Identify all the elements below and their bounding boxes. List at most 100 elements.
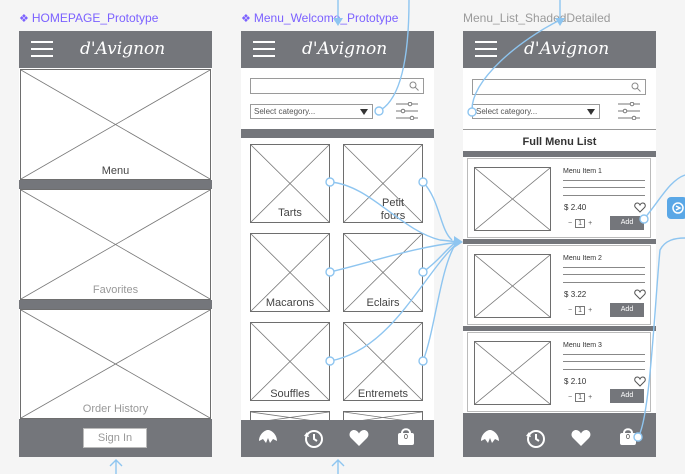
frame-label-menu-list[interactable]: Menu_List_ShadedDetailed (463, 10, 610, 26)
decrement-button[interactable]: − (568, 220, 573, 227)
category-tile-eclairs[interactable]: Eclairs (343, 233, 423, 312)
menu-welcome-frame: d'Avignon Select category... Tarts Petit… (241, 31, 434, 457)
chevron-down-icon (360, 109, 368, 115)
sign-in-button[interactable]: Sign In (83, 428, 147, 448)
image-placeholder-icon (251, 323, 329, 400)
menu-item-card: Menu Item 2 $ 3.22 −1+ Add (467, 245, 651, 325)
increment-button[interactable]: + (588, 394, 593, 401)
quantity-stepper[interactable]: −1+ (568, 306, 592, 316)
flow-starting-point-icon[interactable] (667, 197, 685, 219)
brand-logo: d'Avignon (80, 39, 166, 59)
quantity-stepper[interactable]: −1+ (568, 393, 592, 403)
hamburger-menu-icon[interactable] (475, 41, 497, 58)
tile-order-history[interactable]: Order History (20, 309, 211, 419)
category-label: Petit fours (380, 197, 406, 222)
search-input[interactable] (472, 79, 646, 95)
image-placeholder-icon (475, 255, 550, 317)
quantity-field[interactable]: 1 (575, 219, 586, 228)
increment-button[interactable]: + (588, 220, 593, 227)
bag-icon[interactable]: 0 (617, 425, 639, 447)
homepage-frame: d'Avignon Menu Favorites Order History S… (19, 31, 212, 457)
image-placeholder-icon (475, 168, 550, 230)
image-placeholder-icon (21, 70, 210, 179)
frame-label-text: Menu_List_ShadedDetailed (463, 11, 611, 25)
price-value: 2.40 (570, 203, 587, 212)
search-input[interactable] (250, 78, 424, 94)
frame-label-text: Menu_Welcome_Prototype (253, 11, 399, 25)
quantity-field[interactable]: 1 (575, 306, 586, 315)
increment-button[interactable]: + (588, 307, 593, 314)
quantity-field[interactable]: 1 (575, 393, 586, 402)
frame-label-homepage[interactable]: ❖HOMEPAGE_Prototype (19, 10, 158, 26)
category-select[interactable]: Select category... (472, 104, 600, 119)
bottom-bar: Sign In (19, 419, 212, 457)
category-label: Souffles (270, 388, 310, 400)
heart-icon[interactable] (570, 427, 592, 449)
section-divider (463, 151, 656, 157)
item-image (474, 167, 551, 231)
hamburger-menu-icon[interactable] (253, 41, 275, 58)
text-line (563, 187, 645, 188)
search-icon (409, 81, 419, 91)
favorite-heart-icon[interactable] (634, 202, 646, 213)
frame-label-text: HOMEPAGE_Prototype (31, 11, 159, 25)
item-name: Menu Item 3 (563, 342, 602, 349)
tile-caption: Menu (101, 165, 130, 177)
component-icon: ❖ (241, 13, 251, 25)
hamburger-menu-icon[interactable] (31, 41, 53, 58)
section-divider (19, 300, 212, 309)
text-line (563, 361, 645, 362)
history-icon[interactable] (302, 427, 324, 449)
text-line (563, 354, 645, 355)
text-line (563, 274, 645, 275)
currency: $ (564, 203, 569, 212)
tile-menu[interactable]: Menu (20, 69, 211, 180)
quantity-stepper[interactable]: −1+ (568, 219, 592, 229)
category-tile-tarts[interactable]: Tarts (250, 144, 330, 223)
category-tile-macarons[interactable]: Macarons (250, 233, 330, 312)
item-price: $ 3.22 (564, 290, 586, 300)
frame-label-menu-welcome[interactable]: ❖Menu_Welcome_Prototype (241, 10, 398, 26)
bag-icon[interactable]: 0 (395, 425, 417, 447)
tile-caption: Order History (82, 403, 149, 415)
category-tile-petit-fours[interactable]: Petit fours (343, 144, 423, 223)
price-value: 3.22 (570, 290, 587, 299)
menu-item-card: Menu Item 1 $ 2.40 −1+ Add (467, 158, 651, 238)
decrement-button[interactable]: − (568, 307, 573, 314)
text-line (563, 369, 645, 370)
chevron-down-icon (587, 109, 595, 115)
heart-icon[interactable] (348, 427, 370, 449)
category-tile-entremets[interactable]: Entremets (343, 322, 423, 401)
decrement-button[interactable]: − (568, 394, 573, 401)
category-tile-souffles[interactable]: Souffles (250, 322, 330, 401)
favorite-heart-icon[interactable] (634, 289, 646, 300)
menu-item-card: Menu Item 3 $ 2.10 −1+ Add (467, 332, 651, 412)
history-icon[interactable] (524, 427, 546, 449)
item-price: $ 2.10 (564, 377, 586, 387)
filter-sliders-icon[interactable] (618, 102, 640, 120)
image-placeholder-icon (251, 234, 329, 311)
item-price: $ 2.40 (564, 203, 586, 213)
flow-entry-arrow (109, 459, 123, 474)
add-to-cart-button[interactable]: Add (610, 303, 644, 317)
croissant-icon[interactable] (479, 427, 501, 449)
tab-bar: 0 (463, 420, 656, 457)
croissant-icon[interactable] (257, 427, 279, 449)
favorite-heart-icon[interactable] (634, 376, 646, 387)
section-divider (463, 413, 656, 420)
price-value: 2.10 (570, 377, 587, 386)
filter-sliders-icon[interactable] (396, 102, 418, 120)
tab-bar: 0 (241, 420, 434, 457)
tile-favorites[interactable]: Favorites (20, 189, 211, 300)
top-app-bar: d'Avignon (241, 31, 434, 68)
add-to-cart-button[interactable]: Add (610, 216, 644, 230)
cart-count: 0 (626, 434, 630, 441)
category-select-value: Select category... (254, 107, 316, 116)
add-to-cart-button[interactable]: Add (610, 389, 644, 403)
page-title: Full Menu List (463, 129, 656, 157)
category-select[interactable]: Select category... (250, 104, 373, 119)
section-divider (241, 129, 434, 138)
category-select-value: Select category... (476, 107, 538, 116)
item-name: Menu Item 1 (563, 168, 602, 175)
currency: $ (564, 290, 569, 299)
